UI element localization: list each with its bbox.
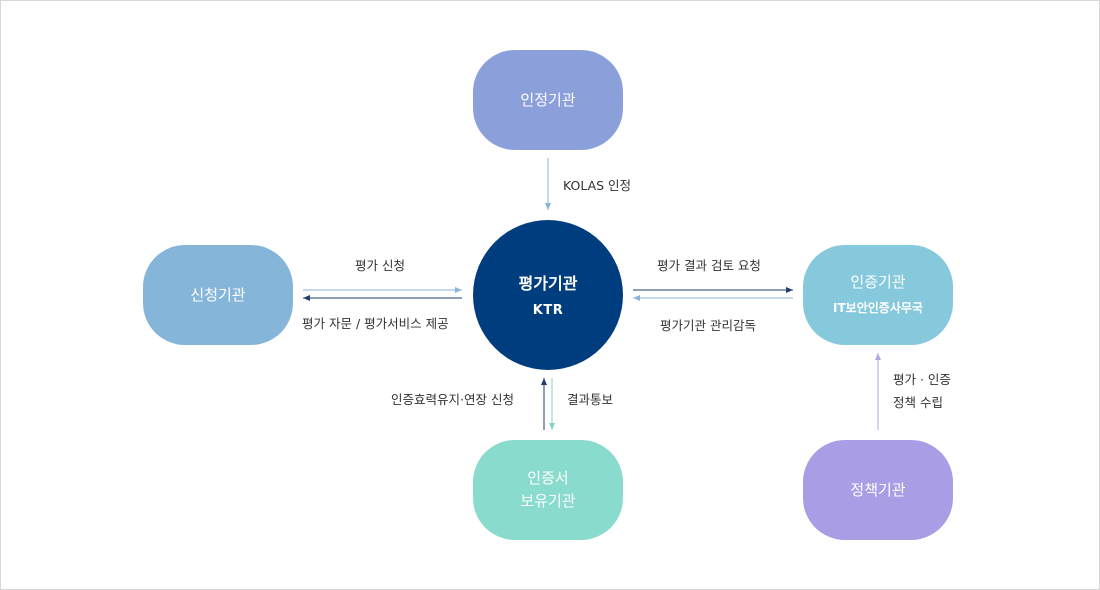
node-evaluation-sub: KTR — [532, 302, 564, 318]
label-supervision: 평가기관 관리감독 — [660, 318, 756, 333]
node-certificate-holder: 인증서 보유기관 — [473, 440, 623, 540]
node-certification-body: 인증기관 IT보안인증사무국 — [803, 245, 953, 345]
node-certification-sub: IT보안인증사무국 — [833, 300, 923, 315]
node-policy-body: 정책기관 — [803, 440, 953, 540]
node-accreditation-title: 인정기관 — [520, 90, 576, 109]
node-policy-title: 정책기관 — [850, 480, 906, 499]
label-notice: 결과통보 — [567, 392, 614, 407]
label-renewal: 인증효력유지·연장 신청 — [391, 392, 514, 407]
label-policy-line2: 정책 수립 — [893, 395, 943, 410]
node-accreditation-body: 인정기관 — [473, 50, 623, 150]
node-holder-line1: 인증서 — [527, 469, 569, 487]
node-evaluation-title: 평가기관 — [518, 273, 578, 293]
label-policy-line1: 평가 · 인증 — [893, 372, 951, 387]
node-evaluation-body: 평가기관 KTR — [473, 220, 623, 370]
node-applicant: 신청기관 — [143, 245, 293, 345]
node-holder-line2: 보유기관 — [520, 492, 576, 510]
label-review-request: 평가 결과 검토 요청 — [657, 258, 761, 273]
label-advise: 평가 자문 / 평가서비스 제공 — [302, 316, 449, 331]
node-certification-title: 인증기관 — [850, 272, 906, 291]
label-kolas: KOLAS 인정 — [563, 178, 632, 193]
label-apply: 평가 신청 — [355, 258, 405, 273]
node-applicant-title: 신청기관 — [190, 285, 246, 304]
